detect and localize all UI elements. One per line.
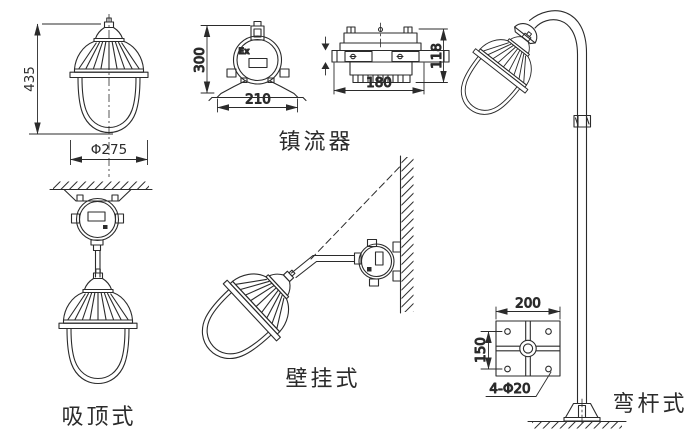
pole-coupler — [573, 114, 592, 128]
holes-label: 4-Φ20 — [489, 381, 530, 397]
base-plate — [495, 320, 561, 377]
bolt-hole — [504, 328, 511, 335]
lamp-hood — [514, 23, 538, 45]
lamp-pole — [443, 11, 557, 131]
thickness-arrow — [321, 43, 330, 51]
ballast-label: 镇流器 — [278, 130, 353, 155]
lamp-wall — [182, 242, 321, 379]
figure-base-plate: 200 150 4-Φ20 — [472, 295, 561, 398]
dim-label-300: 300 — [192, 47, 208, 73]
dimension-435: 435 — [22, 23, 113, 135]
wall-ballast-box — [358, 243, 395, 280]
lamp-ceiling — [58, 268, 138, 385]
ballast-bracket — [216, 80, 246, 99]
ballast-nameplate — [248, 57, 268, 69]
wall-hatch — [401, 157, 414, 312]
bolt-hole — [504, 365, 511, 373]
dim-label-180: 180 — [366, 75, 392, 91]
dimension-150: 150 — [472, 331, 503, 370]
dim-label-118: 118 — [429, 43, 445, 69]
dimension-180: 180 — [333, 62, 425, 95]
dimension-300: 300 — [191, 25, 251, 94]
bent-pole-label: 弯杆式 — [612, 392, 687, 417]
holes-callout: 4-Φ20 — [485, 371, 552, 398]
bolt-hole — [545, 328, 552, 335]
dim-label-phi275: Φ275 — [91, 142, 127, 158]
wall-arm — [290, 254, 356, 274]
dimension-200: 200 — [495, 295, 561, 320]
wall-mount-label: 壁挂式 — [285, 367, 360, 392]
figure-ceiling-mount — [49, 181, 153, 385]
ceiling-mount-label: 吸顶式 — [61, 405, 136, 430]
pole — [534, 19, 579, 404]
ground-hatch — [532, 422, 622, 429]
figure-ballast-front-view: Ex 300 210 — [191, 20, 307, 113]
figure-wall-mount — [182, 155, 414, 379]
ballast-body — [232, 35, 283, 85]
nameplate — [87, 211, 106, 222]
ballast-fins — [352, 74, 411, 84]
ceiling-ballast-box — [75, 197, 120, 242]
dimension-118: 118 — [415, 28, 448, 83]
dimension-diameter-275: Φ275 — [70, 140, 148, 165]
nameplate — [374, 251, 384, 266]
figure-ballast-side-view: 118 180 — [321, 22, 450, 95]
figure-lamp-front-view: 435 Φ275 — [22, 14, 149, 177]
ceiling-hatch — [53, 181, 149, 190]
dim-label-435: 435 — [22, 66, 38, 92]
ceiling-bracket — [63, 188, 132, 202]
bolt-hole — [545, 365, 552, 373]
dimension-210: 210 — [217, 91, 298, 113]
dim-label-200: 200 — [515, 296, 541, 312]
ex-marking: Ex — [238, 47, 250, 57]
dim-label-210: 210 — [245, 92, 271, 108]
pole-socket — [519, 339, 537, 358]
figure-bent-pole — [443, 10, 627, 429]
brace-rod — [310, 166, 400, 260]
dim-label-150: 150 — [473, 337, 489, 363]
